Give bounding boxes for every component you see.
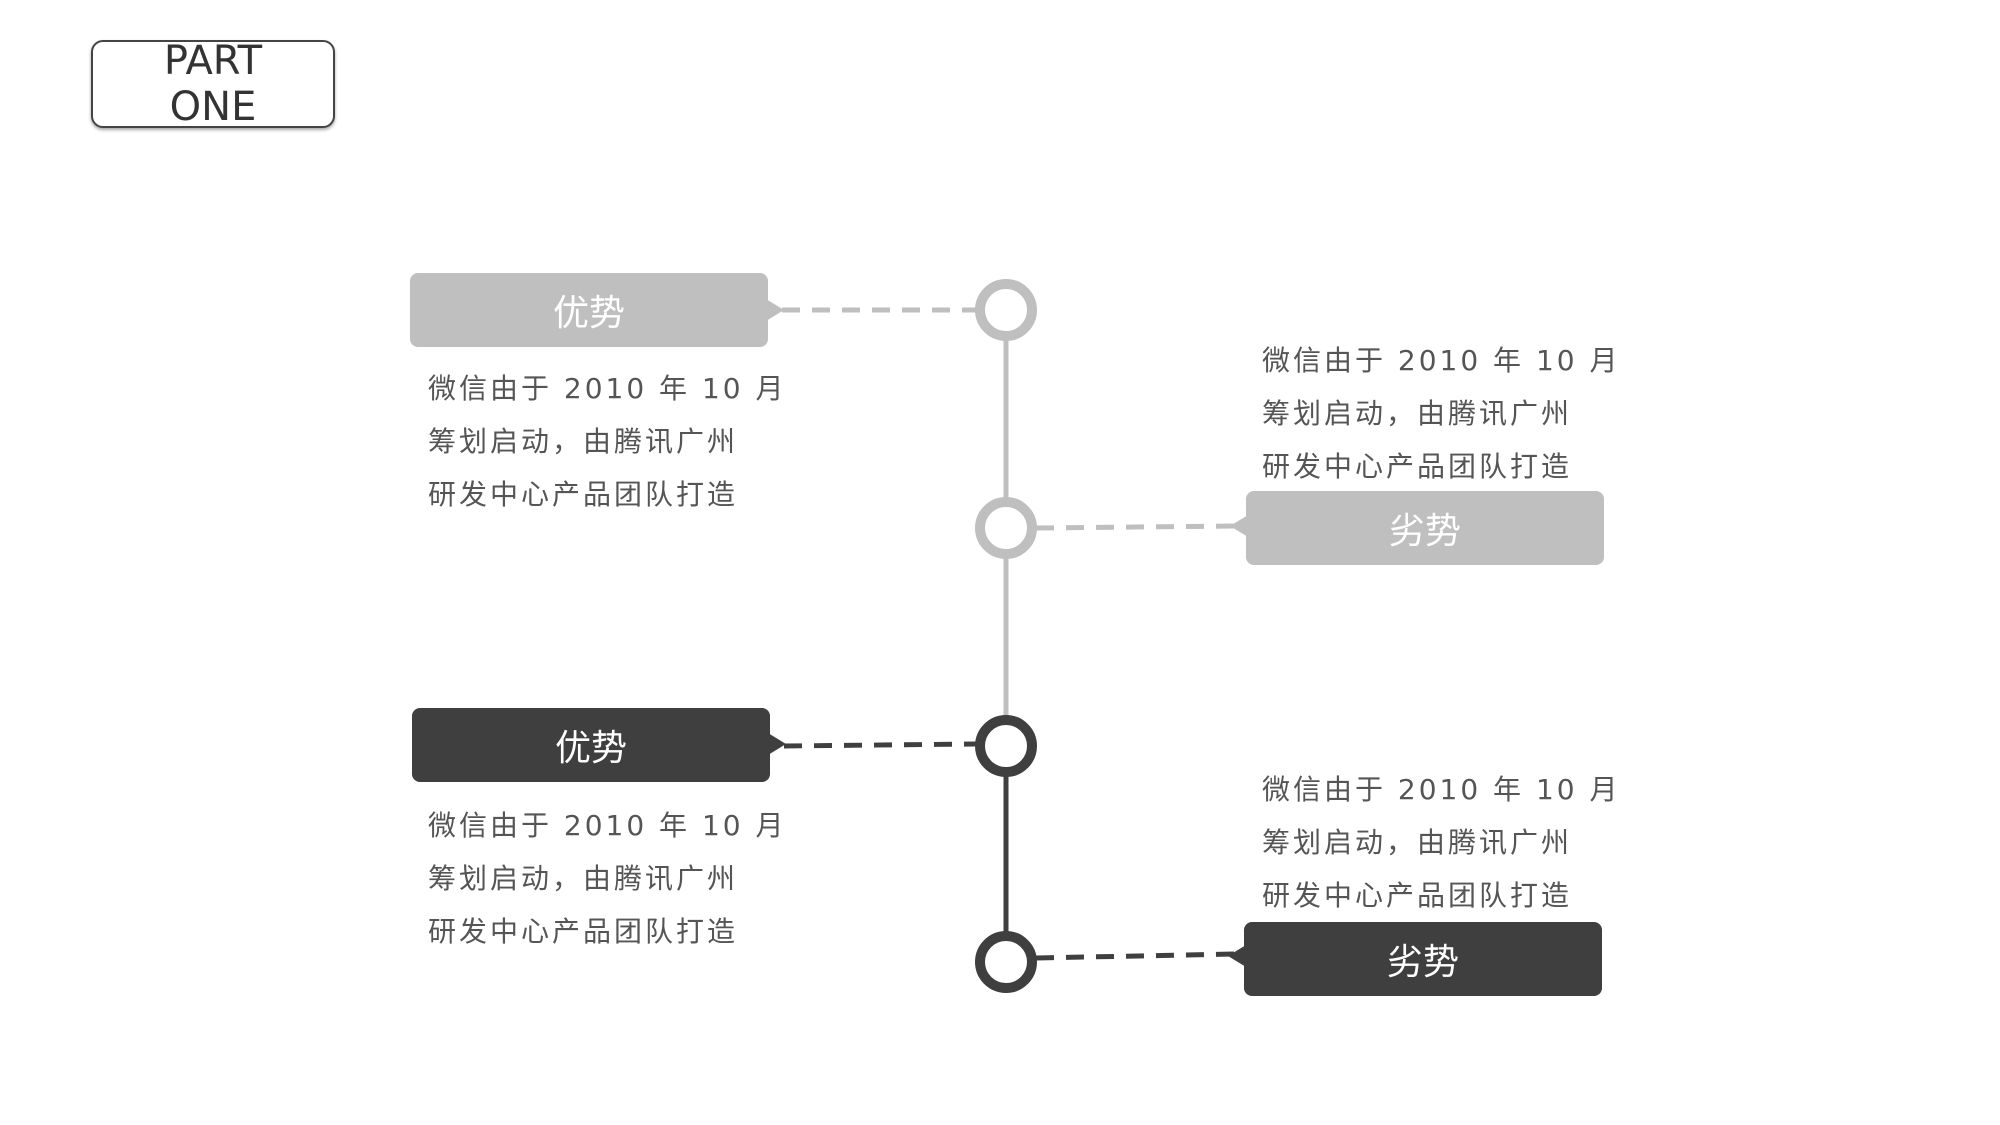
timeline-node-1 (975, 279, 1037, 341)
part-label-line1: PART (163, 38, 263, 84)
description-line: 微信由于 2010 年 10 月 (428, 372, 787, 405)
description-line: 筹划启动，由腾讯广州 (428, 862, 739, 895)
description-4: 微信由于 2010 年 10 月 筹划启动，由腾讯广州 研发中心产品团队打造 (1262, 763, 1621, 922)
description-line: 筹划启动，由腾讯广州 (428, 425, 739, 458)
tag-pointer-4 (1228, 945, 1246, 967)
tag-pointer-1 (766, 299, 784, 321)
tag-disadvantage-1: 劣势 (1246, 491, 1604, 565)
tag-pointer-3 (768, 733, 786, 755)
timeline-node-3 (975, 715, 1037, 777)
timeline-node-4 (975, 931, 1037, 993)
description-3: 微信由于 2010 年 10 月 筹划启动，由腾讯广州 研发中心产品团队打造 (428, 799, 787, 958)
description-line: 微信由于 2010 年 10 月 (1262, 344, 1621, 377)
tag-disadvantage-2: 劣势 (1244, 922, 1602, 996)
description-line: 研发中心产品团队打造 (428, 915, 739, 948)
tag-label: 劣势 (1386, 942, 1459, 983)
description-line: 研发中心产品团队打造 (428, 478, 739, 511)
description-line: 研发中心产品团队打造 (1262, 879, 1573, 912)
description-2: 微信由于 2010 年 10 月 筹划启动，由腾讯广州 研发中心产品团队打造 (1262, 334, 1621, 493)
description-line: 研发中心产品团队打造 (1262, 450, 1573, 483)
connector-3 (783, 741, 977, 749)
part-label-line2: ONE (169, 84, 257, 130)
description-line: 微信由于 2010 年 10 月 (428, 809, 787, 842)
part-label: PART ONE (91, 38, 335, 130)
tag-label: 优势 (552, 293, 625, 334)
tag-label: 劣势 (1388, 511, 1461, 552)
connector-4 (1035, 951, 1237, 961)
description-1: 微信由于 2010 年 10 月 筹划启动，由腾讯广州 研发中心产品团队打造 (428, 362, 787, 521)
tag-label: 优势 (554, 728, 627, 769)
tag-pointer-2 (1230, 515, 1248, 537)
tag-advantage-1: 优势 (410, 273, 768, 347)
tag-advantage-2: 优势 (412, 708, 770, 782)
description-line: 筹划启动，由腾讯广州 (1262, 397, 1573, 430)
description-line: 筹划启动，由腾讯广州 (1262, 826, 1573, 859)
connector-2 (1035, 523, 1237, 531)
timeline-node-2 (975, 497, 1037, 559)
description-line: 微信由于 2010 年 10 月 (1262, 773, 1621, 806)
